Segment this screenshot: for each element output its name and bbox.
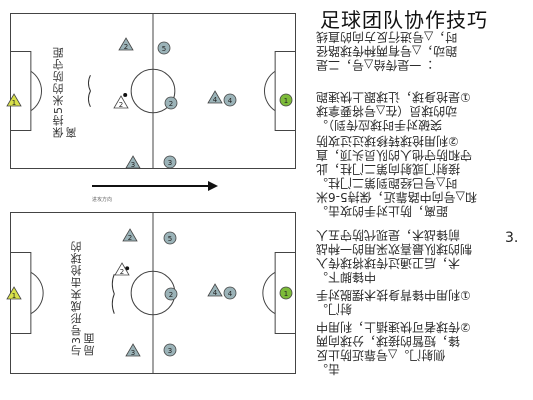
- svg-text:2: 2: [119, 101, 123, 109]
- text-line: 接射门或射向第二门柱，此: [316, 162, 461, 176]
- svg-text:2: 2: [124, 43, 128, 51]
- text-line: 射门。: [316, 302, 353, 316]
- text-line: ：一是传给△号，二是: [316, 58, 434, 72]
- text-line: ②传球者可快速插上，利用中: [316, 320, 471, 334]
- player-marker-circle: 2: [164, 287, 178, 303]
- svg-text:4: 4: [228, 290, 233, 298]
- goalkeeper-marker-circle: 1: [279, 286, 293, 302]
- text-line: 击。: [316, 362, 341, 376]
- arrow-caption: 进攻方向: [92, 197, 113, 203]
- svg-text:4: 4: [213, 289, 218, 297]
- goalkeeper-marker-triangle: 1: [6, 286, 22, 302]
- tactics-diagram-bottom: [10, 212, 296, 374]
- svg-text:1: 1: [12, 292, 16, 300]
- svg-text:3: 3: [131, 349, 135, 357]
- svg-text:2: 2: [120, 268, 124, 276]
- text-line: 突破对手时球应传到）。: [316, 118, 443, 132]
- svg-text:3: 3: [168, 159, 172, 167]
- player-marker-triangle: 2: [113, 95, 129, 111]
- text-line: 距离，防止对手的攻击。: [316, 204, 449, 218]
- svg-text:5: 5: [168, 235, 172, 243]
- svg-text:4: 4: [228, 97, 233, 105]
- text-line: 时△号已经跑到第二门柱。: [316, 176, 458, 190]
- tactics-diagram-top: [10, 13, 296, 169]
- svg-text:1: 1: [284, 290, 288, 298]
- player-marker-circle: 5: [157, 41, 171, 57]
- text-line: 时，△号进行反方向的直线: [316, 30, 458, 44]
- player-marker-circle: 4: [223, 286, 237, 302]
- attack-direction-arrow: [90, 178, 220, 202]
- player-marker-triangle: 2: [118, 37, 134, 53]
- player-marker-circle: 3: [163, 155, 177, 171]
- text-line: 锋，短暂的接球，分球向两: [316, 334, 461, 348]
- diagram-note-bottom: 与3号形成夹击抢球的局面: [70, 240, 96, 356]
- svg-text:3: 3: [131, 161, 135, 169]
- text-line: 守和防守他人的队员头顶，直: [316, 148, 473, 162]
- player-marker-circle: 3: [163, 343, 177, 359]
- text-line: ①是抢身球，让球跟上快速跑: [316, 90, 471, 104]
- text-line: 术，后卫通过传球将球传入: [316, 256, 461, 270]
- pitch-top: [11, 14, 295, 168]
- player-marker-circle: 4: [223, 93, 237, 109]
- section-number: 3.: [505, 230, 519, 246]
- svg-text:1: 1: [12, 99, 16, 107]
- svg-text:5: 5: [162, 45, 166, 53]
- player-marker-triangle: 2: [122, 228, 138, 244]
- player-marker-circle: 5: [163, 231, 177, 247]
- text-line: 侧射门。△号靠近防止反: [316, 348, 446, 362]
- text-line: ①利用中锋背身技术摆脱对手: [316, 288, 471, 302]
- text-line: 和△号向中路靠近，保持5-6米: [316, 190, 477, 204]
- text-line: 中锋脚下。: [316, 270, 377, 284]
- pitch-bottom: [11, 213, 295, 373]
- svg-text:4: 4: [213, 96, 218, 104]
- svg-text:2: 2: [128, 234, 132, 242]
- svg-text:2: 2: [169, 291, 173, 299]
- player-marker-triangle: 3: [125, 155, 141, 171]
- svg-text:3: 3: [168, 347, 172, 355]
- player-marker-triangle: 4: [207, 90, 223, 106]
- diagram-note-top: 保持5米的防守距离: [52, 46, 78, 138]
- text-line: 动的球员（在△号将要拿球: [316, 104, 458, 118]
- goalkeeper-marker-triangle: 1: [6, 93, 22, 109]
- player-marker-triangle: 2: [114, 262, 130, 278]
- svg-text:2: 2: [169, 100, 173, 108]
- text-line: 跑动，△号有两种传球路径: [316, 44, 458, 58]
- text-line: 前锋战术，是现代防守五人: [316, 228, 461, 242]
- goalkeeper-marker-circle: 1: [279, 93, 293, 109]
- text-line: 制的球队最喜欢采用的一种战: [316, 242, 473, 256]
- text-line: ②利用抢球转移球过过攻防: [316, 134, 459, 148]
- player-marker-circle: 2: [164, 96, 178, 112]
- player-marker-triangle: 3: [125, 343, 141, 359]
- player-marker-triangle: 4: [207, 283, 223, 299]
- svg-text:1: 1: [284, 97, 288, 105]
- page-title: 足球团队协作技巧: [320, 8, 488, 32]
